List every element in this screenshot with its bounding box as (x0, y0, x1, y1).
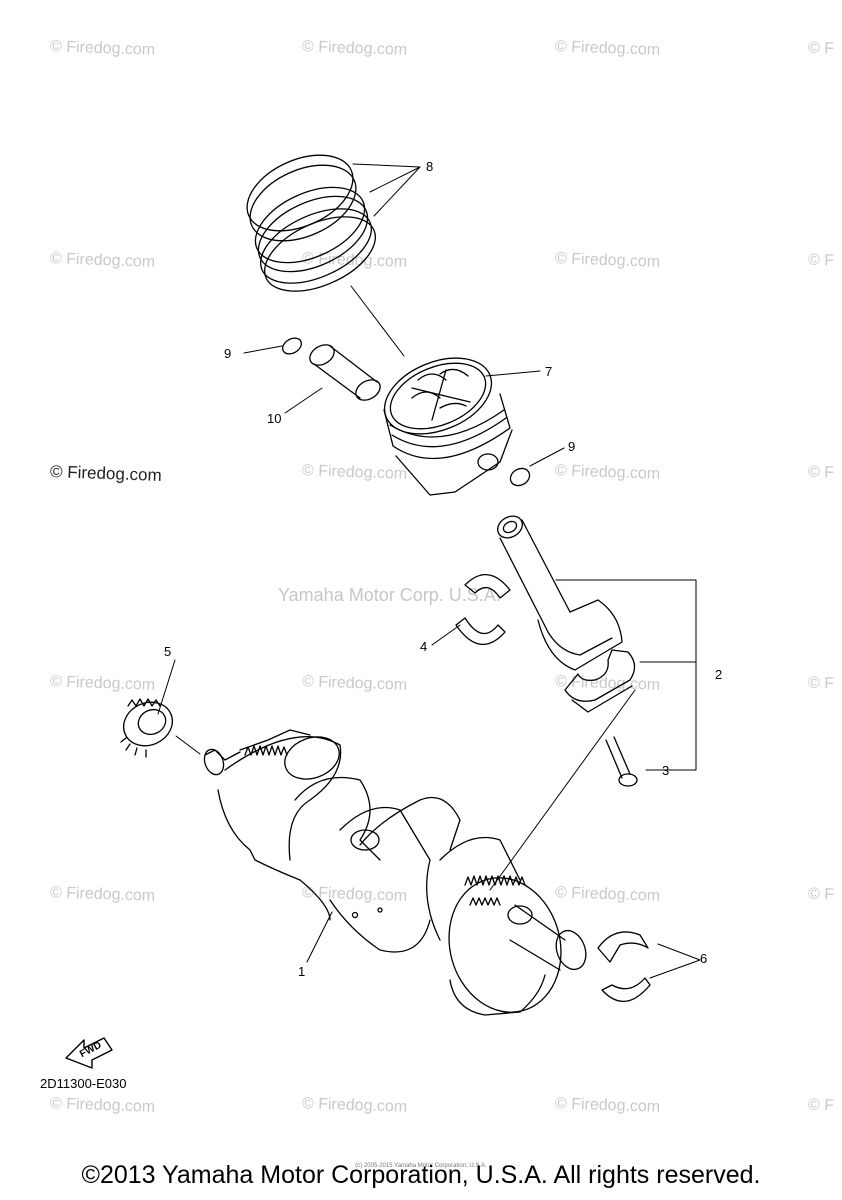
callout-3: 3 (662, 763, 670, 778)
callout-2: 2 (715, 667, 723, 682)
piston (383, 357, 513, 496)
callout-8: 8 (426, 159, 434, 174)
fwd-arrow-icon: FWD (65, 1037, 113, 1069)
watermark-center: Yamaha Motor Corp. U.S.A. (278, 585, 501, 605)
tiny-notice: (c) 2005-2015 Yamaha Motor Corporation, … (355, 1163, 487, 1169)
crank-gear (120, 698, 173, 758)
callout-9-left: 9 (224, 346, 232, 361)
piston-circlip (282, 337, 302, 355)
piston-rings (246, 154, 377, 292)
callout-7: 7 (545, 364, 553, 379)
piston-circlip (509, 467, 531, 487)
conrod-bearings (455, 574, 511, 646)
callout-1: 1 (298, 964, 306, 979)
callout-10: 10 (267, 411, 282, 426)
main-bearings (597, 931, 651, 1003)
callout-5: 5 (164, 644, 172, 659)
diagram-code: 2D11300-E030 (40, 1076, 127, 1091)
callout-lines (157, 163, 701, 979)
crankshaft (203, 729, 587, 1016)
callout-9-right: 9 (568, 439, 576, 454)
connecting-rod-bolt (605, 736, 638, 787)
connecting-rod-cap (564, 649, 636, 713)
callout-4: 4 (420, 639, 428, 654)
connecting-rod (497, 515, 623, 671)
callout-6: 6 (700, 951, 708, 966)
copyright-notice: ©2013 Yamaha Motor Corporation, U.S.A. A… (81, 1161, 761, 1189)
piston-pin (309, 344, 381, 401)
